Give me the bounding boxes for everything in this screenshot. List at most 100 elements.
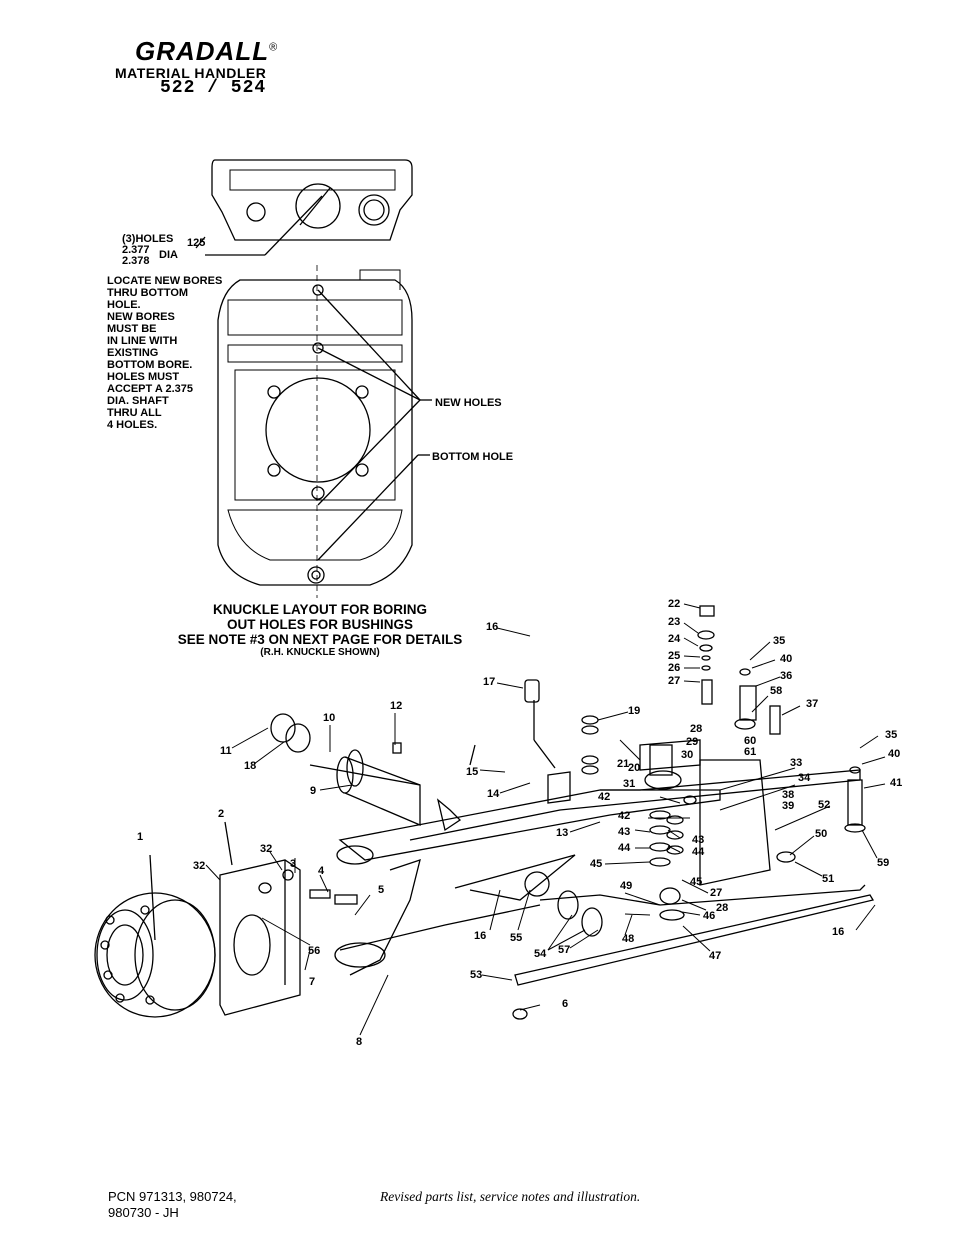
callout-58: 58 <box>770 685 783 697</box>
callout-47: 47 <box>709 950 722 962</box>
callout-32-right: 32 <box>260 843 273 855</box>
callout-6: 6 <box>562 998 569 1010</box>
callout-33: 33 <box>790 757 803 769</box>
brand-name: GRADALL <box>135 36 270 66</box>
callout-35-top: 35 <box>773 635 786 647</box>
locate-note-line: EXISTING <box>107 347 159 359</box>
misc-parts <box>258 713 364 905</box>
callout-45-a: 45 <box>590 858 603 870</box>
callout-29: 29 <box>686 736 699 748</box>
bottom-hole-label: BOTTOM HOLE <box>432 451 514 463</box>
callout-54: 54 <box>534 948 547 960</box>
locate-note: LOCATE NEW BORES THRU BOTTOM HOLE. NEW B… <box>107 275 222 431</box>
axle-frame <box>309 605 875 1020</box>
locate-note-line: HOLE. <box>107 299 141 311</box>
layout-title-line: OUT HOLES FOR BUSHINGS <box>226 617 413 632</box>
callout-40-right: 40 <box>888 748 901 760</box>
dim-2378: 2.378 <box>122 255 150 267</box>
callout-48: 48 <box>622 933 635 945</box>
wheel-hub <box>94 854 216 1018</box>
callout-28-bottom: 28 <box>716 902 729 914</box>
washer-stack <box>581 630 861 867</box>
callout-19: 19 <box>628 705 641 717</box>
callout-1: 1 <box>137 831 144 843</box>
callout-51: 51 <box>822 873 835 885</box>
locate-note-line: THRU BOTTOM <box>107 287 189 299</box>
callout-38: 38 <box>782 789 795 801</box>
callout-4: 4 <box>318 865 325 877</box>
callout-18: 18 <box>244 760 257 772</box>
callout-28-top: 28 <box>690 723 703 735</box>
layout-title-note: (R.H. KNUCKLE SHOWN) <box>260 647 380 658</box>
callout-43-b: 43 <box>692 834 705 846</box>
callout-16-mid: 16 <box>474 930 487 942</box>
callout-9: 9 <box>310 785 317 797</box>
callout-41: 41 <box>890 777 903 789</box>
locate-note-line: BOTTOM BORE. <box>107 359 193 371</box>
locate-note-line: 4 HOLES. <box>107 419 158 431</box>
new-holes-label: NEW HOLES <box>435 397 502 409</box>
dim-125: 125 <box>187 237 206 249</box>
callout-39: 39 <box>782 800 795 812</box>
layout-title: KNUCKLE LAYOUT FOR BORING OUT HOLES FOR … <box>160 602 480 659</box>
callout-55: 55 <box>510 932 523 944</box>
callout-36: 36 <box>780 670 793 682</box>
callout-56: 56 <box>308 945 321 957</box>
callout-16-top: 16 <box>486 621 499 633</box>
brand-logo: GRADALL® <box>135 36 278 67</box>
locate-note-line: THRU ALL <box>107 407 162 419</box>
callout-30: 30 <box>681 749 694 761</box>
locate-note-line: IN LINE WITH <box>107 335 178 347</box>
brand-subtitle: MATERIAL HANDLER <box>115 65 267 81</box>
callout-23: 23 <box>668 616 681 628</box>
callout-45-b: 45 <box>690 876 703 888</box>
callout-43-a: 43 <box>618 826 631 838</box>
callout-12: 12 <box>390 700 403 712</box>
locate-note-line: LOCATE NEW BORES <box>107 275 223 287</box>
locate-note-line: ACCEPT A 2.375 <box>107 383 193 395</box>
callout-24: 24 <box>668 633 681 645</box>
locate-note-line: DIA. SHAFT <box>107 395 169 407</box>
callout-21: 21 <box>617 758 630 770</box>
dia-label: DIA <box>159 249 178 261</box>
callout-32-left: 32 <box>193 860 206 872</box>
pcn-number: PCN 971313, 980724, 980730 - JH <box>108 1189 237 1220</box>
callout-17: 17 <box>483 676 496 688</box>
layout-title-line: SEE NOTE #3 ON NEXT PAGE FOR DETAILS <box>177 632 463 647</box>
callout-52: 52 <box>818 799 831 811</box>
callout-26: 26 <box>668 662 681 674</box>
callout-27-bottom: 27 <box>710 887 723 899</box>
locate-note-line: HOLES MUST <box>107 371 180 383</box>
callout-49: 49 <box>620 880 633 892</box>
callout-35-right: 35 <box>885 729 898 741</box>
callout-22: 22 <box>668 598 681 610</box>
callout-42-a: 42 <box>598 791 611 803</box>
callout-42-b: 42 <box>618 810 631 822</box>
callout-14: 14 <box>487 788 500 800</box>
callout-13: 13 <box>556 827 569 839</box>
callout-11: 11 <box>220 745 232 757</box>
callout-7: 7 <box>309 976 316 988</box>
callout-50: 50 <box>815 828 828 840</box>
locate-note-line: NEW BORES <box>107 311 175 323</box>
registered-mark: ® <box>269 41 279 54</box>
callout-44-a: 44 <box>618 842 631 854</box>
callout-44-b: 44 <box>692 846 705 858</box>
callout-3: 3 <box>290 858 297 870</box>
callout-59: 59 <box>877 857 890 869</box>
holes-label: (3)HOLES <box>122 233 174 245</box>
dim-2377: 2.377 <box>122 244 150 256</box>
callout-5: 5 <box>378 884 385 896</box>
callout-20: 20 <box>628 762 641 774</box>
callout-31: 31 <box>623 778 636 790</box>
callout-10: 10 <box>323 712 336 724</box>
callout-leaders <box>205 603 886 1036</box>
callout-60: 60 <box>744 735 757 747</box>
locate-note-line: MUST BE <box>107 323 157 335</box>
knuckle-front-view <box>217 265 432 598</box>
callout-15: 15 <box>466 766 479 778</box>
callout-61: 61 <box>744 746 757 758</box>
callout-57: 57 <box>558 944 571 956</box>
